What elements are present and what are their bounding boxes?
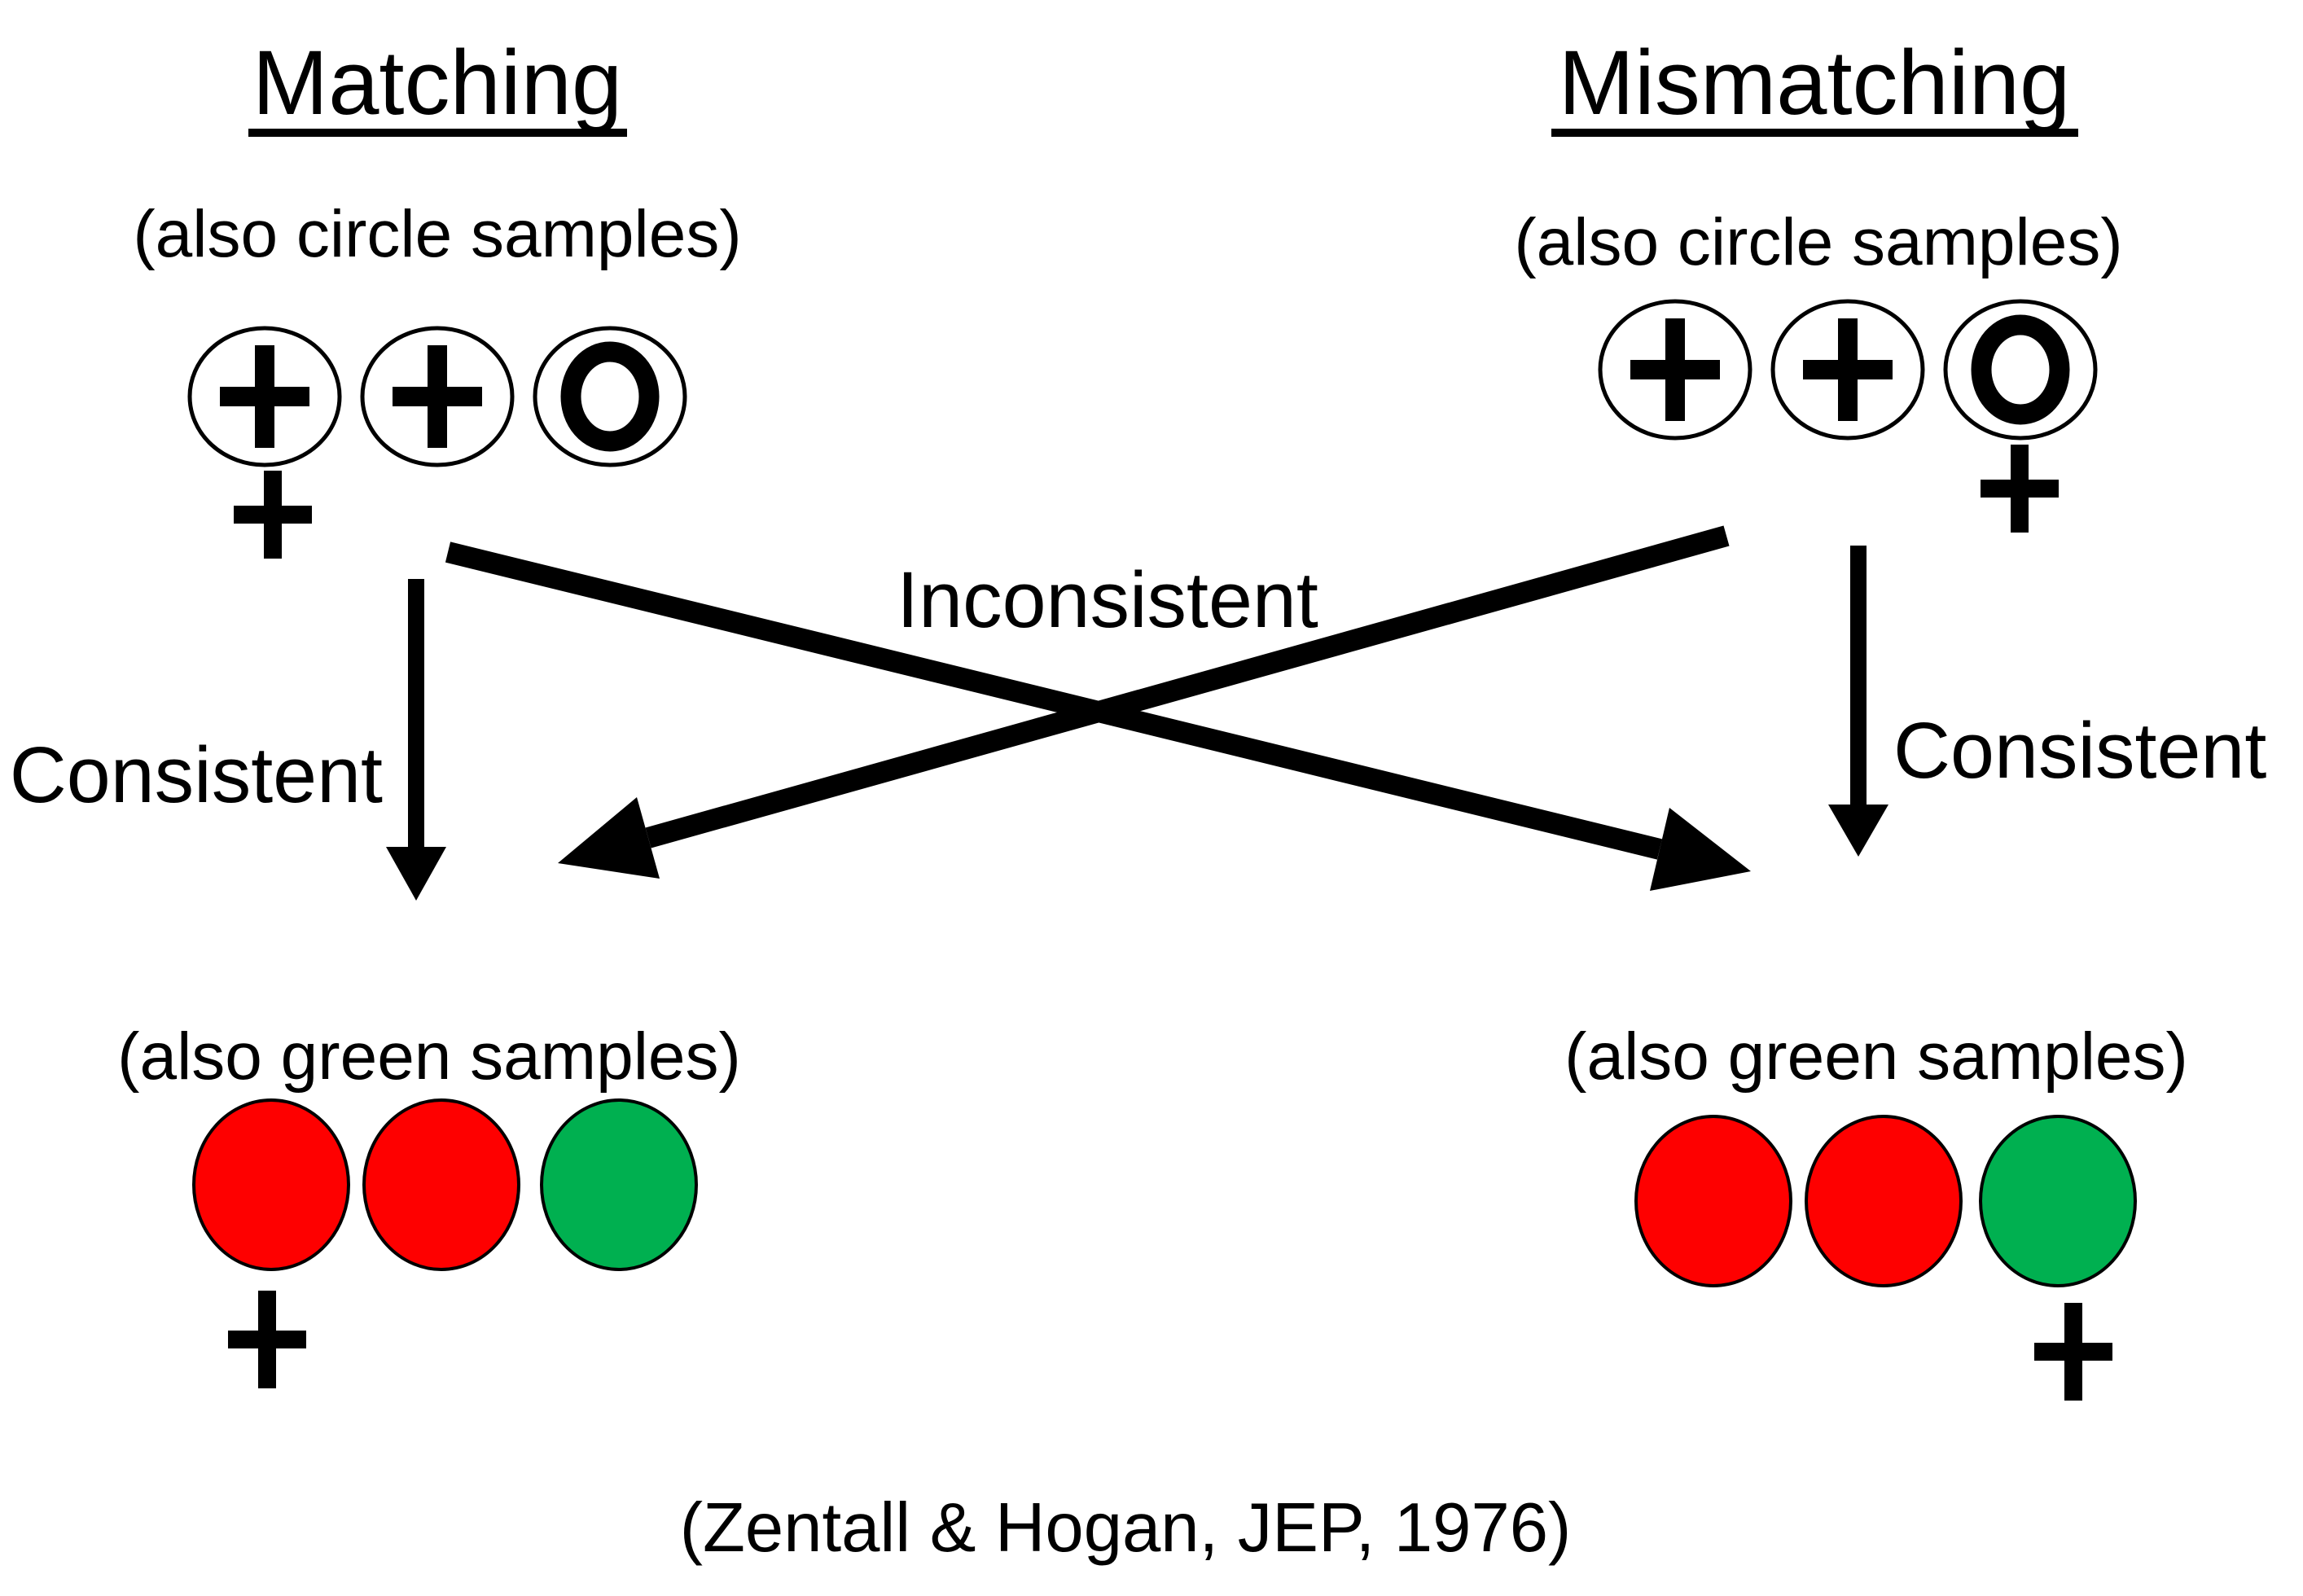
plus-cue-icon [1981,445,2059,533]
red-comparison-circle [1634,1115,1792,1287]
matching-sample-row [187,326,687,467]
matching-column: Matching (also circle samples) Consisten… [10,32,742,1388]
mismatching-sample-row [1598,299,2098,441]
mismatching-heading: Mismatching [1559,32,2071,134]
mismatching-comparison-note: (also green samples) [1564,1019,2188,1094]
cross-arrow-left-to-right [445,542,1663,860]
left-consistent-arrow [386,579,446,901]
cross-arrow-right-to-left [645,525,1730,848]
citation-text: (Zentall & Hogan, JEP, 1976) [680,1489,1572,1567]
matching-heading: Matching [252,32,622,134]
matching-sample-note: (also circle samples) [133,197,741,271]
mismatching-sample-note: (also circle samples) [1514,205,2122,279]
ring-sample-icon [560,341,660,452]
matching-comparison-row [192,1098,698,1271]
right-consistent-label: Consistent [1893,706,2266,795]
left-consistent-label: Consistent [10,730,383,819]
ring-sample-icon [1971,314,2070,425]
inconsistent-cross-arrows: Inconsistent [445,525,1751,891]
plus-sample-icon [1630,318,1720,421]
arrowhead-downright-icon [1650,808,1751,891]
mismatching-column: Mismatching (also circle samples) Consis… [1514,32,2266,1401]
red-comparison-circle [192,1098,350,1271]
red-comparison-circle [362,1098,520,1271]
plus-cue-icon [2034,1303,2112,1401]
plus-sample-icon [1803,318,1893,421]
arrowhead-down-icon [1828,805,1888,857]
mismatching-comparison-row [1634,1115,2137,1287]
plus-sample-icon [220,345,309,448]
right-consistent-arrow [1828,546,1888,857]
inconsistent-label: Inconsistent [897,555,1318,644]
plus-cue-icon [234,471,312,559]
plus-cue-icon [228,1291,306,1388]
plus-sample-icon [393,345,482,448]
arrowhead-downleft-icon [558,797,660,879]
green-comparison-circle [1979,1115,2137,1287]
arrowhead-down-icon [386,847,446,901]
red-comparison-circle [1805,1115,1963,1287]
green-comparison-circle [540,1098,698,1271]
matching-comparison-note: (also green samples) [117,1019,741,1094]
